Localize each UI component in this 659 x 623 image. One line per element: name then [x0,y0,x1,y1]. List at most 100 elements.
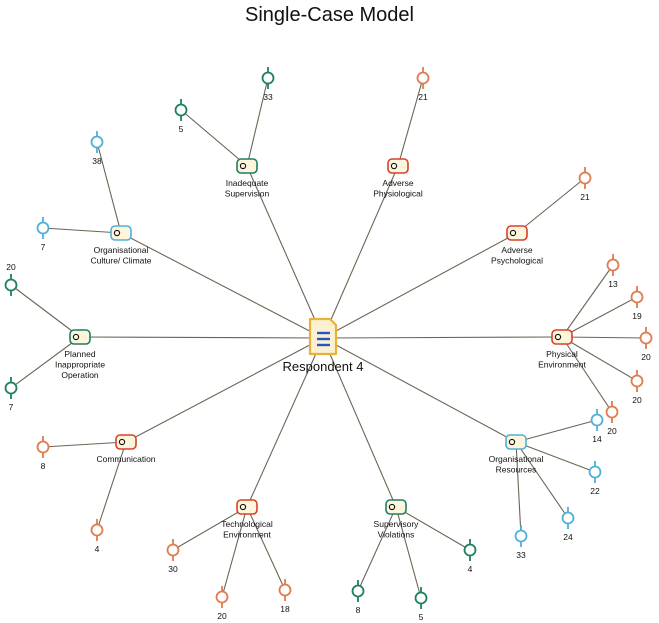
theme-tag-dot [390,162,398,170]
theme-node-technological-environment[interactable] [236,499,258,515]
code-node-technological-environment-2[interactable]: 18 [278,579,292,614]
theme-node-organisational-culture-climate[interactable] [110,225,132,241]
edge-planned-inappropriate-operation-code-0 [10,284,81,338]
edge-center-adverse-psychological [322,232,518,339]
edge-center-planned-inappropriate-operation [79,336,324,339]
code-node-organisational-resources-1[interactable]: 22 [588,461,602,496]
code-node-organisational-resources-2[interactable]: 24 [561,507,575,542]
code-node-planned-inappropriate-operation-1[interactable]: 7 [4,377,18,412]
code-circle-icon [278,583,292,597]
code-node-organisational-resources-3[interactable]: 33 [514,525,528,560]
theme-node-organisational-resources[interactable] [505,434,527,450]
edges-layer [10,77,647,599]
code-node-organisational-culture-climate-1[interactable]: 7 [36,217,50,252]
theme-tag-dot [72,333,80,341]
edge-adverse-physiological-code-0 [397,77,424,167]
theme-node-physical-environment[interactable] [551,329,573,345]
code-node-communication-1[interactable]: 4 [90,519,104,554]
theme-label: Communication [96,454,155,464]
code-value: 14 [592,434,602,444]
code-node-technological-environment-1[interactable]: 20 [215,586,229,621]
theme-tag-dot [113,229,121,237]
edge-center-adverse-physiological [322,165,399,339]
code-node-supervisory-violations-2[interactable]: 8 [351,580,365,615]
code-node-physical-environment-0[interactable]: 13 [606,254,620,289]
edge-technological-environment-code-2 [246,506,286,591]
code-circle-icon [588,465,602,479]
theme-label: Organisational [94,245,149,255]
edge-organisational-resources-code-2 [515,441,569,519]
edge-center-technological-environment [246,337,324,508]
code-node-planned-inappropriate-operation-0[interactable]: 20 [4,262,18,296]
code-value: 20 [641,352,651,362]
code-node-supervisory-violations-1[interactable]: 5 [414,587,428,622]
theme-node-communication[interactable] [115,434,137,450]
code-node-physical-environment-4[interactable]: 20 [605,401,619,436]
code-node-adverse-psychological-0[interactable]: 21 [578,167,592,202]
code-value: 22 [590,486,600,496]
code-circle-icon [36,221,50,235]
code-value: 5 [419,612,424,622]
edge-adverse-psychological-code-0 [516,177,586,234]
code-node-physical-environment-3[interactable]: 20 [630,370,644,405]
code-value: 8 [41,461,46,471]
theme-communication[interactable]: Communication [96,434,156,464]
theme-label: Environment [538,360,586,370]
theme-node-inadequate-supervision[interactable] [236,158,258,174]
code-node-supervisory-violations-0[interactable]: 4 [463,539,477,574]
code-value: 5 [179,124,184,134]
code-value: 13 [608,279,618,289]
theme-tag-dot [118,438,126,446]
theme-label: Organisational [489,454,544,464]
code-circle-icon [174,103,188,117]
code-node-organisational-culture-climate-0[interactable]: 38 [90,131,104,166]
code-node-physical-environment-2[interactable]: 20 [639,327,653,362]
edge-supervisory-violations-code-1 [395,506,422,599]
code-circle-icon [630,374,644,388]
code-circle-icon [351,584,365,598]
code-node-inadequate-supervision-0[interactable]: 33 [261,67,275,102]
code-value: 21 [418,92,428,102]
theme-label: Inadequate [226,178,269,188]
edge-supervisory-violations-code-0 [395,506,471,551]
code-circle-icon [590,413,604,427]
edge-physical-environment-code-2 [561,336,647,339]
theme-node-adverse-psychological[interactable] [506,225,528,241]
theme-label: Culture/ Climate [91,256,152,266]
edge-center-inadequate-supervision [246,165,324,339]
code-node-communication-0[interactable]: 8 [36,436,50,471]
theme-node-supervisory-violations[interactable] [385,499,407,515]
code-node-technological-environment-0[interactable]: 30 [166,539,180,574]
code-node-adverse-physiological-0[interactable]: 21 [416,67,430,102]
respondent-node[interactable]: Respondent 4 [283,317,364,374]
code-value: 7 [41,242,46,252]
code-circle-icon [514,529,528,543]
theme-tag-icon [506,225,528,241]
edge-physical-environment-code-3 [561,336,638,382]
theme-tag-dot [239,503,247,511]
theme-tag-dot [509,229,517,237]
theme-node-planned-inappropriate-operation[interactable] [69,329,91,345]
code-value: 38 [92,156,102,166]
code-circle-icon [414,591,428,605]
code-node-inadequate-supervision-1[interactable]: 5 [174,99,188,134]
theme-tag-icon [236,158,258,174]
edge-communication-code-0 [42,441,127,448]
edge-center-physical-environment [322,336,563,339]
theme-tag-icon [236,499,258,515]
theme-label: Supervision [225,189,270,199]
code-node-physical-environment-1[interactable]: 19 [630,286,644,321]
theme-node-adverse-physiological[interactable] [387,158,409,174]
theme-label: Supervisory [374,519,420,529]
code-node-organisational-resources-0[interactable]: 14 [590,409,604,444]
code-value: 19 [632,311,642,321]
